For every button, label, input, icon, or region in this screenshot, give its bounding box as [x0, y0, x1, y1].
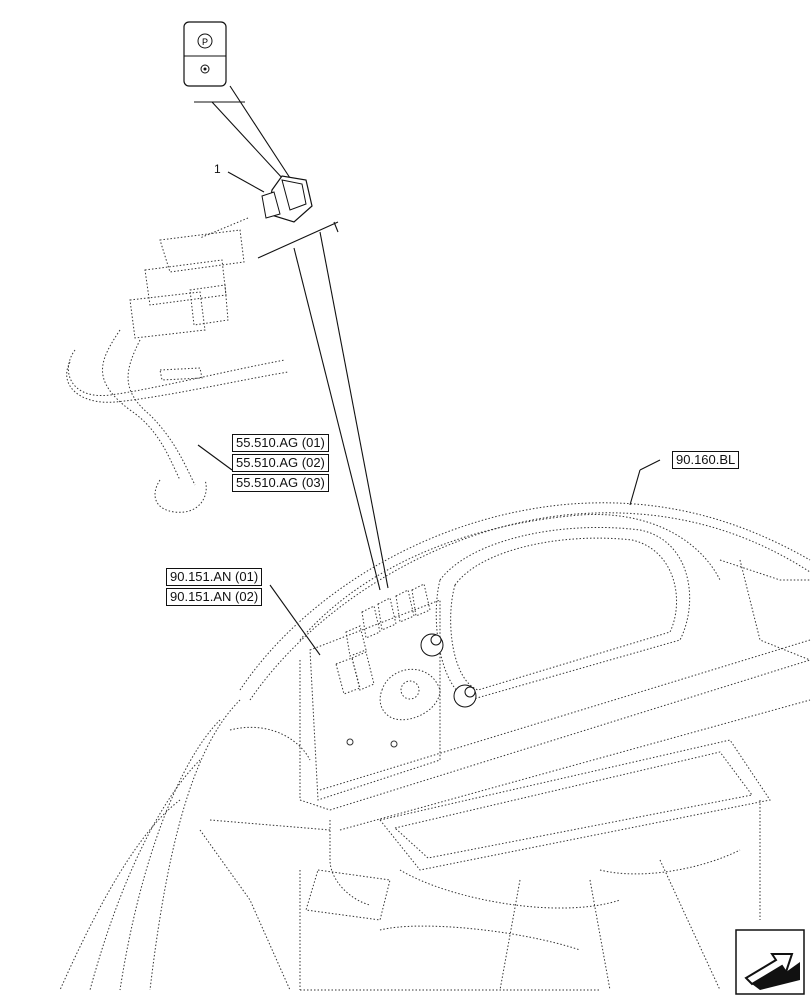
reference-link-an-02[interactable]: 90.151.AN (02) — [166, 588, 263, 606]
dashboard-outline — [59, 502, 811, 991]
reference-link-ag-03[interactable]: 55.510.AG (03) — [232, 474, 329, 492]
reference-link-ag-02[interactable]: 55.510.AG (02) — [232, 454, 329, 472]
reference-link-bl[interactable]: 90.160.BL — [672, 451, 740, 469]
switch-bank — [335, 583, 431, 695]
switch-part — [227, 171, 313, 223]
switch-symbol-label: P — [202, 37, 208, 47]
reference-link-ag-01[interactable]: 55.510.AG (01) — [232, 434, 329, 452]
harness-connectors — [66, 217, 289, 513]
callout-number: 1 — [214, 162, 221, 176]
reference-group-an: 90.151.AN (01) 90.151.AN (02) — [166, 568, 263, 606]
reference-link-an-01[interactable]: 90.151.AN (01) — [166, 568, 263, 586]
reference-group-ag: 55.510.AG (01) 55.510.AG (02) 55.510.AG … — [232, 434, 329, 492]
parking-brake-switch-icon: P — [183, 21, 227, 87]
panel-knobs — [346, 633, 477, 748]
navigation-arrow-icon[interactable] — [735, 929, 805, 995]
